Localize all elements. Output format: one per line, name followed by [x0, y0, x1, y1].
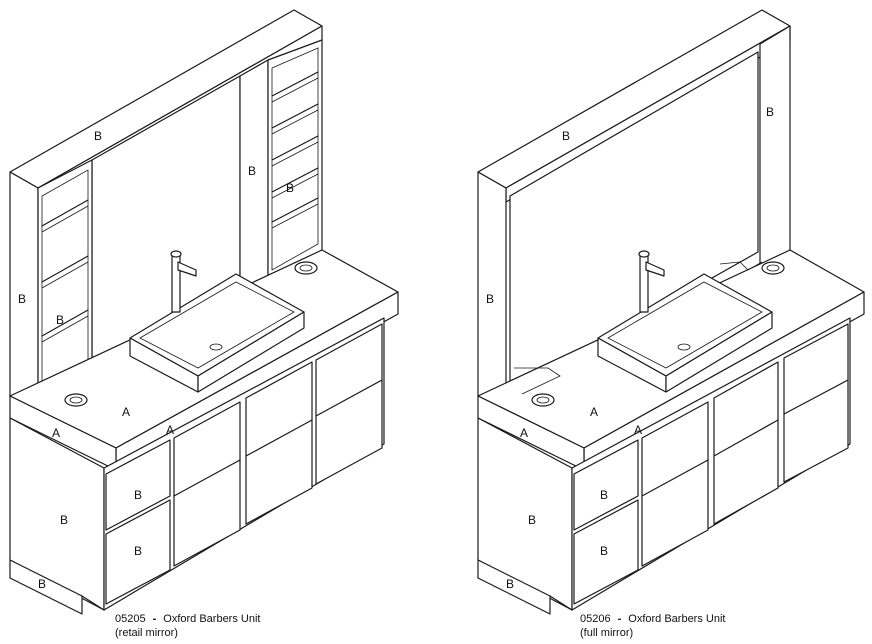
caption-05205: 05205 - Oxford Barbers Unit: [115, 609, 260, 626]
label-counter-edge-left: A: [52, 426, 60, 440]
drawer-lower: [573, 499, 639, 605]
left-shelf-3: [41, 309, 89, 337]
label-drawer-upper: B: [600, 488, 608, 502]
label-plinth: B: [506, 577, 514, 591]
door-2: [713, 361, 779, 525]
tap-lever: [645, 261, 665, 277]
label-drawer-lower: B: [134, 544, 142, 558]
cable-grommet-left: [531, 393, 555, 407]
basin-side: [665, 311, 773, 393]
basin-drain: [677, 343, 691, 351]
cable-grommet-right: [294, 261, 318, 275]
door-3: [315, 323, 383, 485]
label-shelf-left: B: [56, 313, 64, 327]
drawer-upper: [573, 439, 639, 531]
full-mirror-glass: [509, 51, 759, 393]
cable-grommet-right: [761, 261, 785, 275]
label-counter-edge-front: A: [166, 423, 174, 437]
basin-drain: [209, 343, 223, 351]
unit-05205: B B B B B A A A B B B B 05205 - Oxford B…: [9, 9, 399, 639]
caption-05205-variant: (retail mirror): [115, 627, 178, 639]
right-tower-front: [267, 39, 323, 279]
label-mirror-top: B: [562, 129, 570, 143]
drawer-upper: [105, 439, 171, 531]
label-drawer-upper: B: [134, 488, 142, 502]
unit-05206: B B B A A A B B B B 05206 - Oxford Barbe…: [477, 9, 865, 639]
label-frame-left: B: [486, 292, 494, 306]
label-tower-left: B: [18, 292, 26, 306]
mirror-frame-right: [759, 25, 791, 267]
label-mirror-top: B: [94, 129, 102, 143]
tap-lever: [177, 261, 197, 277]
caption-05206: 05206 - Oxford Barbers Unit: [580, 609, 725, 626]
door-1: [641, 401, 709, 567]
label-counter-edge-left: A: [520, 426, 528, 440]
right-tower-inner: [271, 47, 319, 271]
label-shelf-right: B: [286, 181, 294, 195]
label-counter-edge-front: A: [634, 423, 642, 437]
door-2: [245, 361, 313, 525]
label-drawer-lower: B: [600, 544, 608, 558]
mirror-notch-left: [514, 367, 561, 395]
basin-bowl: [607, 281, 763, 369]
label-counter-top: A: [122, 405, 130, 419]
drawer-lower: [105, 499, 171, 605]
label-counter-top: A: [590, 405, 598, 419]
door-3: [783, 323, 849, 483]
label-tower-right: B: [248, 164, 256, 178]
caption-05206-variant: (full mirror): [580, 627, 633, 639]
plinth: [477, 559, 551, 615]
label-plinth: B: [38, 577, 46, 591]
door-1: [173, 401, 241, 567]
left-shelf-2: [41, 255, 89, 283]
label-frame-right: B: [766, 105, 774, 119]
label-cabinet-side: B: [528, 513, 536, 527]
left-shelf-1: [41, 199, 89, 227]
basin-side: [197, 311, 305, 393]
plinth: [9, 559, 83, 615]
basin-bowl: [139, 281, 295, 369]
cable-grommet-left: [64, 393, 88, 407]
mirror-notch-right: [719, 261, 763, 271]
label-cabinet-side: B: [60, 513, 68, 527]
